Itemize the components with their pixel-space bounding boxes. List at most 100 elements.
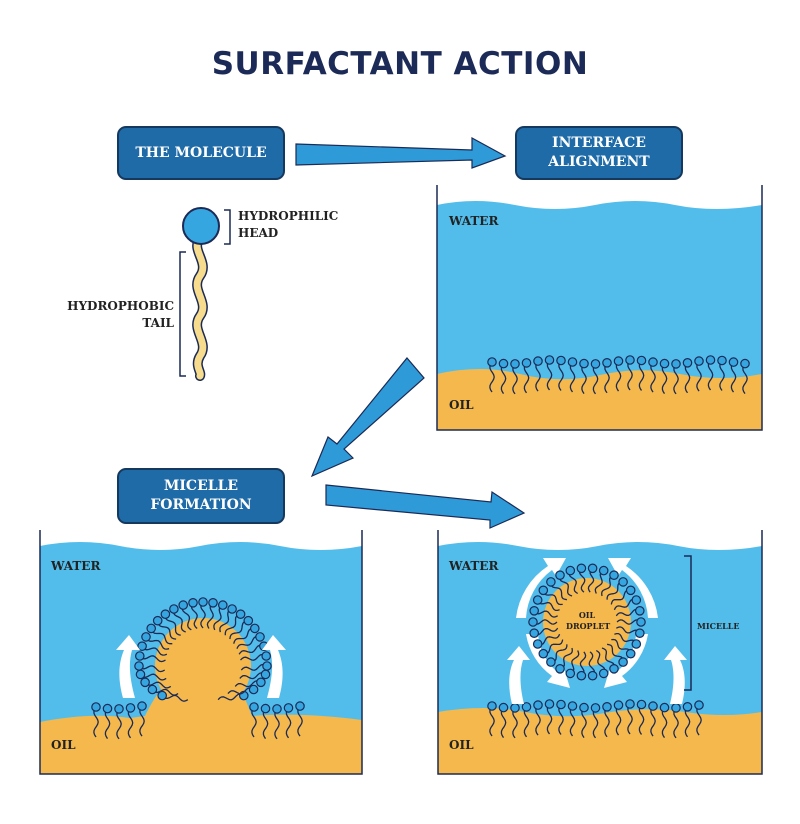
- surfactant-head: [659, 358, 670, 369]
- surfactant-tail: [604, 706, 610, 738]
- surfactant-tail: [93, 706, 99, 738]
- surfactant-head: [260, 703, 271, 714]
- surfactant-head: [565, 565, 576, 576]
- surfactant-tail: [500, 707, 507, 738]
- surfactant-tail: [164, 614, 181, 636]
- surfactant-head: [260, 669, 271, 680]
- surfactant-head: [262, 661, 272, 671]
- surfactant-head: [255, 632, 265, 642]
- surfactant-tail: [236, 635, 261, 649]
- surfactant-head: [636, 355, 647, 366]
- surfactant-tail: [546, 359, 553, 391]
- surfactant-tail: [233, 627, 255, 644]
- surfactant-tail: [569, 705, 576, 737]
- surfactant-head: [587, 670, 598, 681]
- surfactant-tail: [615, 704, 622, 736]
- surfactant-head: [498, 358, 509, 369]
- interface-panel: [437, 201, 762, 430]
- surfactant-head: [544, 355, 555, 365]
- surfactant-tail: [673, 707, 679, 739]
- surfactant-head: [235, 609, 246, 619]
- surfactant-head: [567, 701, 578, 711]
- surfactant-head: [169, 604, 179, 614]
- surfactant-tail: [615, 360, 622, 392]
- surfactant-tail: [535, 360, 541, 392]
- surfactant-tail: [719, 360, 725, 391]
- surfactant-head: [283, 703, 294, 713]
- surfactant-tail: [285, 707, 292, 739]
- formation-water-label: WATER: [51, 559, 101, 573]
- surfactant-tail: [638, 704, 645, 735]
- surfactant-tail: [239, 672, 266, 680]
- formation-panel: [40, 542, 362, 774]
- surfactant-head: [671, 703, 681, 713]
- surfactant-head: [529, 628, 539, 638]
- surfactant-tail: [604, 362, 610, 394]
- surfactant-tail: [140, 673, 167, 681]
- tail-bracket: [179, 251, 186, 377]
- surfactant-tail: [141, 645, 168, 656]
- surfactant-head: [498, 702, 509, 713]
- surfactant-head: [555, 663, 565, 674]
- micelle: [528, 563, 646, 681]
- surfactant-head: [609, 570, 619, 580]
- surfactant-head: [137, 641, 147, 651]
- surfactant-tail: [523, 706, 530, 738]
- surfactant-tail: [742, 363, 748, 394]
- surfactant-head: [556, 355, 566, 366]
- surfactant-tail: [627, 703, 633, 735]
- hydrophobic-tail-label: HYDROPHOBIC TAIL: [67, 299, 174, 330]
- oil-droplet: [543, 578, 631, 666]
- surfactant-tail: [500, 363, 507, 394]
- surfactant-head: [146, 623, 156, 634]
- surfactant-head: [137, 701, 147, 711]
- surfactant-head: [631, 595, 642, 605]
- surfactant-head: [208, 597, 218, 608]
- oil-region: [40, 667, 362, 774]
- surfactant-head: [609, 663, 619, 674]
- surfactant-head: [532, 639, 543, 649]
- micelle-panel: [438, 542, 762, 774]
- interface-water-label: WATER: [449, 214, 499, 228]
- surfactant-tail: [638, 360, 645, 391]
- surfactant-tail: [172, 608, 186, 633]
- surfactant-head: [544, 699, 555, 709]
- surfactant-row: [487, 355, 750, 395]
- surfactant-head: [576, 670, 587, 681]
- water-region: [437, 201, 762, 430]
- surfactant-tail: [558, 360, 564, 391]
- surfactant-head: [740, 358, 750, 369]
- surfactant-tail: [627, 359, 633, 391]
- oil-region: [438, 708, 762, 774]
- surfactant-head: [705, 355, 716, 365]
- surfactant-head: [717, 355, 727, 366]
- surfactant-head: [510, 703, 520, 713]
- page-title: SURFACTANT ACTION: [211, 46, 589, 82]
- surfactant-head: [555, 570, 565, 580]
- surfactant-head: [249, 702, 259, 712]
- surfactant-head: [160, 609, 171, 619]
- surfactant-tail: [730, 361, 737, 393]
- surfactant-tail: [661, 363, 668, 394]
- head-bracket: [224, 209, 231, 245]
- surfactant-head: [157, 690, 167, 701]
- surfactant-head: [533, 700, 543, 710]
- surfactant-tail: [151, 688, 179, 696]
- surfactant-head: [636, 699, 647, 710]
- surfactant-head: [634, 628, 645, 638]
- surfactant-head: [587, 563, 598, 574]
- surfactant-head: [198, 597, 208, 607]
- micelle-formation-badge: MICELLE FORMATION: [117, 468, 285, 524]
- surfactant-head: [590, 703, 601, 713]
- surfactant-tail: [150, 628, 173, 645]
- surfactant-tail: [696, 360, 702, 392]
- surfactant-tail: [696, 704, 702, 736]
- surfactant-head: [487, 701, 497, 711]
- surfactant-tail: [139, 705, 145, 737]
- surfactant-tail: [650, 705, 656, 737]
- surfactant-tail: [523, 362, 530, 394]
- formation-panel-frame: [39, 530, 363, 775]
- surfactant-tail: [546, 703, 553, 735]
- hydrophilic-head: [182, 207, 220, 245]
- surfactant-tail: [104, 708, 111, 739]
